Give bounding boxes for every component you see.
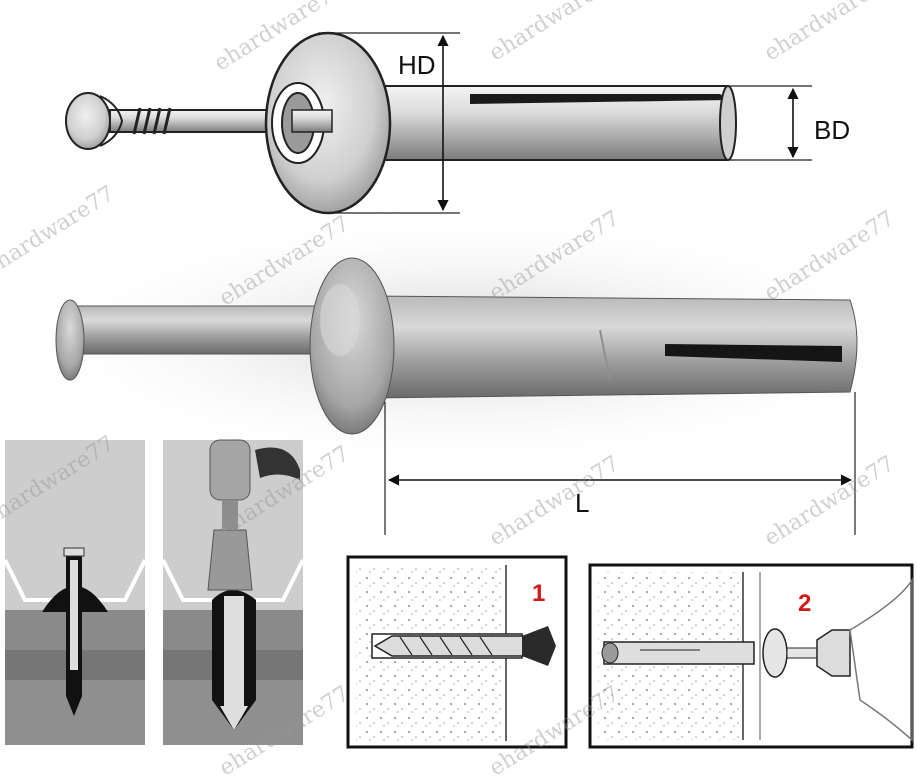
bd-label: BD xyxy=(814,115,851,145)
section-panel-right xyxy=(161,439,305,745)
hd-label: HD xyxy=(398,50,436,80)
photo-sleeve-slot xyxy=(665,344,842,362)
section-panel-left xyxy=(3,440,147,745)
hammer-face xyxy=(207,529,253,591)
photo-nail-head xyxy=(55,299,85,381)
hammer-handle xyxy=(209,439,251,501)
drill-chuck xyxy=(522,626,556,666)
hammer-head xyxy=(816,629,851,677)
photo-anchor xyxy=(10,210,917,535)
drawn-anchor xyxy=(65,31,812,215)
photo-nail-pin xyxy=(69,305,331,355)
step-2-number: 2 xyxy=(798,590,812,617)
nail-grooves xyxy=(132,107,172,135)
l-label: L xyxy=(575,488,590,518)
nail-anchor-diagram xyxy=(3,31,917,749)
step-2-panel xyxy=(588,563,914,749)
photo-anchor-sleeve xyxy=(369,295,858,399)
step-1-number: 1 xyxy=(532,580,546,607)
hand-outline xyxy=(849,577,913,742)
sleeve-slot xyxy=(470,94,728,104)
installed-anchor xyxy=(603,641,755,665)
nail-pin-head xyxy=(65,92,111,150)
step-1-panel xyxy=(346,555,568,749)
